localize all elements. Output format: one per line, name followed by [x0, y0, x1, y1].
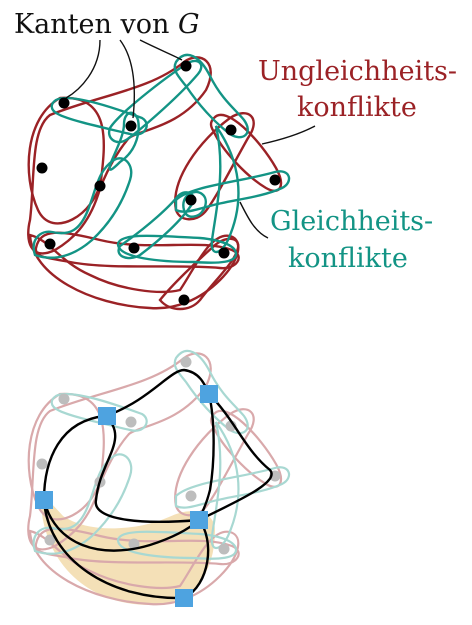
- square-node: [98, 407, 116, 425]
- faded-vertex: [44, 534, 56, 546]
- faded-vertex: [58, 393, 70, 405]
- label-equality-line2: konflikte: [288, 243, 408, 274]
- faded-equality-loop: [32, 453, 133, 555]
- vertex: [225, 124, 237, 136]
- equality-conflict-loop: [32, 157, 133, 259]
- vertex: [94, 180, 106, 192]
- equality-conflict-loop: [210, 125, 240, 254]
- vertex-group: [36, 60, 281, 306]
- contracted-edge: [197, 392, 273, 522]
- faded-vertex: [125, 416, 137, 428]
- faded-equality-loop: [174, 466, 291, 509]
- square-node: [200, 385, 218, 403]
- faded-equality-loop: [210, 421, 240, 550]
- inequality-conflict-loop: [174, 112, 255, 221]
- square-node: [175, 589, 193, 607]
- vertex: [185, 194, 197, 206]
- square-node: [190, 511, 208, 529]
- faded-equality-loop: [50, 392, 148, 432]
- vertex: [125, 120, 137, 132]
- equality-conflict-loop: [174, 170, 291, 213]
- equality-conflict-loop: [182, 190, 207, 218]
- equality-conflict-loop: [50, 96, 148, 136]
- contracted-edge: [42, 498, 186, 600]
- vertex: [128, 242, 140, 254]
- vertex: [36, 162, 48, 174]
- label-inequality-line2: konflikte: [297, 92, 417, 123]
- equality-conflict-loop: [116, 234, 238, 264]
- inequality-conflict-group: [27, 56, 283, 311]
- square-node: [35, 491, 53, 509]
- label-edges: Kanten von G: [14, 9, 200, 40]
- pointer-line-equality: [239, 201, 269, 239]
- equality-conflict-loop: [173, 53, 249, 139]
- pointer-line-inequality: [261, 125, 316, 145]
- contracted-edge: [42, 414, 108, 502]
- pointer-line-edges: [65, 39, 101, 99]
- vertex: [58, 97, 70, 109]
- contracted-edge: [42, 498, 201, 552]
- faded-vertex: [36, 458, 48, 470]
- vertex: [269, 174, 281, 186]
- inequality-conflict-loop: [209, 113, 283, 192]
- top-graph: [27, 53, 291, 311]
- equality-conflict-group: [32, 53, 291, 264]
- faded-equality-loop: [173, 349, 249, 435]
- square-node-group: [35, 385, 218, 607]
- label-equality-line1: Gleichheits-: [270, 206, 433, 237]
- pointer-line-edges: [139, 39, 183, 61]
- contracted-edge: [94, 414, 201, 523]
- inequality-conflict-loop: [158, 237, 240, 311]
- vertex: [180, 60, 192, 72]
- bottom-graph: [27, 349, 291, 607]
- faded-equality-loop: [116, 530, 238, 560]
- faded-vertex: [218, 543, 230, 555]
- pointer-line-edges: [119, 39, 136, 119]
- label-inequality-line1: Ungleichheits-: [258, 56, 457, 87]
- equality-conflict-loop: [108, 111, 140, 171]
- inequality-conflict-loop: [27, 96, 105, 225]
- vertex: [44, 238, 56, 250]
- faded-vertex: [185, 490, 197, 502]
- contracted-edge: [104, 368, 211, 418]
- pointer-lines: [65, 39, 316, 239]
- vertex: [178, 294, 190, 306]
- faded-vertex: [128, 538, 140, 550]
- faded-equality-group: [32, 349, 291, 560]
- vertex: [218, 247, 230, 259]
- faded-vertex: [180, 356, 192, 368]
